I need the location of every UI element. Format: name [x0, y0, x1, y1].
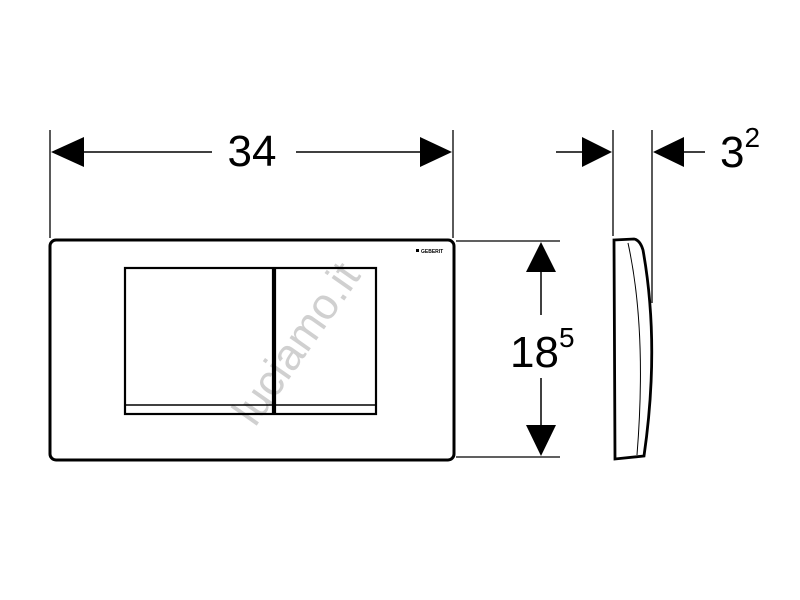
arrow-left-icon — [653, 137, 684, 167]
logo-mark-icon — [416, 249, 419, 252]
arrow-right-icon — [582, 137, 612, 167]
height-dimension: 185 — [456, 240, 575, 458]
width-dimension: 34 — [49, 127, 454, 238]
large-flush-button — [273, 266, 378, 416]
arrow-left-icon — [51, 137, 84, 167]
front-plate: GEBERIT — [48, 238, 456, 462]
small-flush-button — [123, 266, 275, 416]
arrow-right-icon — [420, 137, 452, 167]
height-label: 185 — [510, 322, 575, 377]
watermark: luciamo.it — [223, 253, 370, 433]
arrow-up-icon — [526, 242, 556, 272]
arrow-down-icon — [526, 425, 556, 456]
brand-logo: GEBERIT — [421, 249, 443, 255]
depth-label: 32 — [720, 122, 760, 177]
side-view: 32 — [556, 122, 760, 461]
width-label: 34 — [228, 127, 277, 176]
